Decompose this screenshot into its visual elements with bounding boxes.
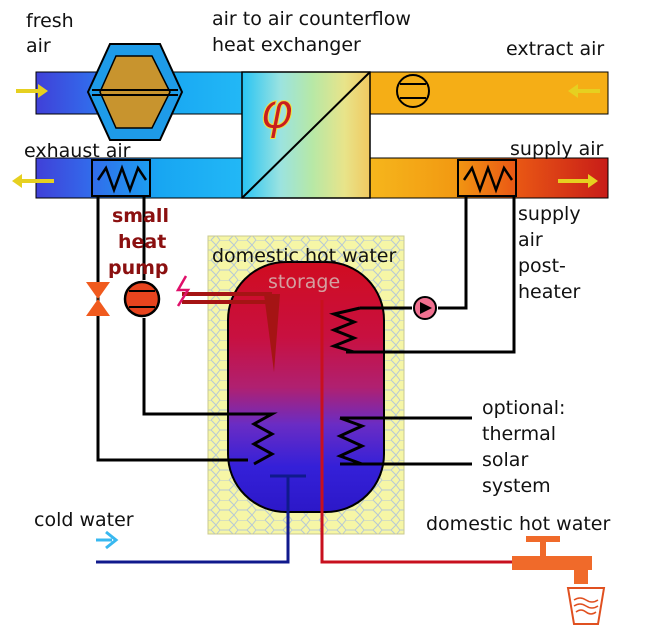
- post-heater-circuit: [328, 196, 516, 354]
- solar-label-4: system: [482, 475, 551, 497]
- hot-water-pipe: [320, 300, 540, 564]
- supply-air-duct: [369, 157, 609, 199]
- heat-pump-compressor-icon: [123, 280, 161, 318]
- supply-air-label: supply air: [510, 138, 604, 160]
- air-filter-icon: [86, 43, 184, 141]
- post-heater-label-2: air: [518, 229, 543, 251]
- counterflow-heat-exchanger: φ: [241, 71, 371, 199]
- arrow-out-supply-icon: [558, 174, 598, 188]
- arrow-in-fresh-icon: [16, 84, 48, 98]
- extract-air-label: extract air: [506, 38, 604, 60]
- cold-water-arrow-icon: [96, 530, 119, 550]
- exhaust-air-label: exhaust air: [24, 140, 131, 162]
- phi-icon: φ: [260, 82, 293, 140]
- heat-exchanger-label-2: heat exchanger: [212, 34, 361, 56]
- heat-pump-tank-coil: [248, 412, 278, 466]
- post-heater-label-4: heater: [518, 281, 581, 303]
- glass-icon: [566, 587, 606, 625]
- solar-label-2: thermal: [482, 423, 556, 445]
- dhw-storage-label-1: domestic hot water: [212, 245, 396, 267]
- expansion-valve-icon: [86, 282, 110, 316]
- domestic-hot-water-label: domestic hot water: [426, 513, 610, 535]
- circulation-pump-icon: [413, 296, 437, 320]
- arrow-in-extract-icon: [568, 84, 600, 98]
- fan-icon: [396, 74, 430, 108]
- post-heater-label-1: supply: [518, 203, 581, 225]
- water-tap-icon: [512, 536, 592, 584]
- heat-exchanger-label-1: air to air counterflow: [212, 8, 411, 30]
- fresh-air-label-2: air: [26, 35, 51, 57]
- heat-pump-condenser-pipe: [182, 292, 280, 372]
- lightning-icon: [175, 275, 191, 307]
- solar-label-3: solar: [482, 449, 528, 471]
- heat-pump-evaporator-coil: [91, 159, 151, 197]
- small-heat-pump-label-2: heat: [118, 231, 166, 253]
- cold-water-label: cold water: [34, 509, 134, 531]
- arrow-out-exhaust-icon: [12, 174, 54, 188]
- solar-label-1: optional:: [482, 397, 565, 419]
- small-heat-pump-label-3: pump: [108, 257, 169, 279]
- exhaust-air-duct: [35, 157, 243, 199]
- cold-water-pipe: [96, 474, 306, 564]
- solar-circuit: [336, 416, 472, 466]
- fresh-air-label-1: fresh: [26, 10, 74, 32]
- small-heat-pump-label-1: small: [112, 205, 169, 227]
- post-heater-label-3: post-: [518, 255, 566, 277]
- dhw-storage-label-2: storage: [268, 271, 340, 293]
- post-heater-coil: [457, 159, 517, 197]
